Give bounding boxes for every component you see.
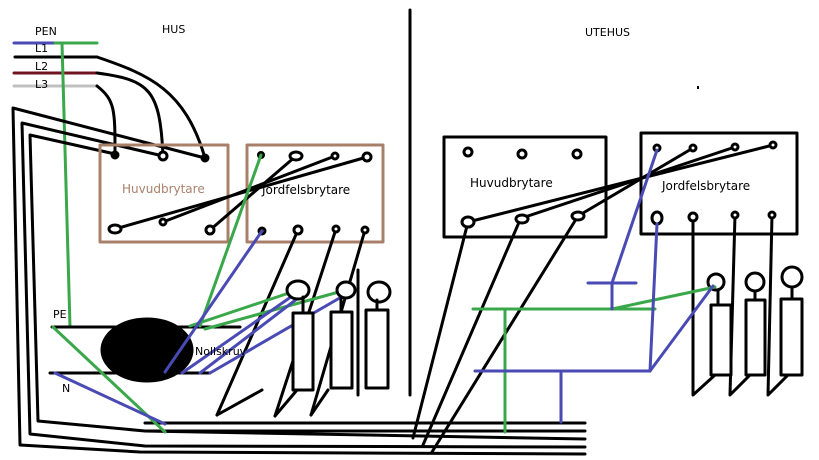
utehus-main-switch-label: Huvudbrytare: [470, 176, 553, 190]
l2-label: L2: [35, 60, 48, 73]
terminal: [688, 143, 698, 153]
breaker: [779, 297, 804, 377]
terminal: [650, 210, 664, 226]
neutral-wire: [53, 371, 167, 426]
hus-main-switch-label: Huvudbrytare: [122, 182, 205, 196]
l3-label: L3: [35, 78, 48, 91]
breaker-terminal: [744, 271, 766, 293]
terminal: [516, 148, 528, 160]
terminal: [107, 223, 123, 235]
utehus-rcd-label: Jordfelsbrytare: [661, 179, 750, 193]
pe-label: PE: [53, 308, 67, 321]
breaker: [744, 298, 767, 377]
l1-label: L1: [35, 42, 48, 55]
wire: [273, 388, 299, 418]
terminal: [288, 150, 304, 162]
wire: [466, 143, 775, 224]
terminal: [158, 217, 168, 227]
terminal: [361, 151, 373, 163]
terminal: [571, 148, 583, 160]
cable-loop-1: [11, 106, 587, 456]
wire: [766, 213, 790, 397]
terminal: [462, 146, 474, 158]
cable-loop-3: [28, 133, 587, 441]
breaker-terminal: [335, 280, 357, 300]
neutral-wire: [198, 290, 308, 375]
terminal: [157, 150, 169, 162]
wire: [728, 213, 752, 397]
terminal: [330, 151, 340, 161]
earth-wire: [188, 288, 300, 328]
wire: [309, 388, 330, 417]
utehus-label: UTEHUS: [585, 26, 630, 39]
breaker-terminal: [366, 280, 392, 304]
breaker-terminal: [780, 265, 804, 289]
terminal: [514, 213, 530, 225]
terminal: [292, 224, 304, 236]
terminal: [360, 225, 370, 235]
cable-loop-2: [20, 121, 587, 449]
breaker: [364, 308, 390, 390]
utehus-rcd-box: [639, 131, 799, 236]
feed-cable: [411, 220, 470, 440]
stray-dot: [697, 86, 699, 89]
phase-wire-2: [95, 71, 165, 158]
pe-vertical: [60, 41, 72, 329]
neutral-wire: [648, 222, 659, 373]
breaker: [329, 310, 354, 390]
wire: [576, 146, 695, 218]
neutral-wire: [163, 229, 264, 374]
terminal: [730, 210, 740, 220]
breaker: [709, 303, 733, 377]
wire: [208, 154, 298, 232]
terminal: [687, 211, 699, 223]
hus-main-switch-box: [98, 143, 230, 244]
phase-wire-1: [95, 55, 207, 160]
earth-wire: [198, 153, 263, 328]
n-label: N: [62, 382, 70, 395]
terminal: [730, 142, 740, 152]
neutral-wire: [180, 290, 300, 375]
terminal: [331, 224, 341, 234]
neutral-wire: [610, 148, 659, 285]
terminal: [570, 210, 586, 222]
wire: [520, 145, 737, 220]
terminal: [204, 224, 216, 236]
hus-rcd-label: Jordfelsbrytare: [261, 183, 350, 197]
neutral-wire: [648, 284, 715, 373]
terminal: [110, 150, 120, 160]
earth-wire: [610, 285, 717, 311]
breaker-terminal: [285, 279, 311, 301]
hus-label: HUS: [162, 23, 185, 36]
wire: [691, 216, 717, 397]
nollskruv-label: Nollskruv: [195, 345, 247, 358]
terminal: [768, 140, 778, 150]
terminal: [200, 153, 210, 163]
pen-label: PEN: [35, 25, 57, 38]
wire: [215, 388, 264, 417]
breaker: [291, 311, 315, 392]
feed-cable: [421, 218, 522, 447]
neutral-wire: [208, 290, 352, 375]
phase-wire-3: [95, 84, 117, 156]
wire: [215, 228, 300, 417]
terminal: [460, 215, 476, 229]
terminal: [767, 210, 777, 220]
